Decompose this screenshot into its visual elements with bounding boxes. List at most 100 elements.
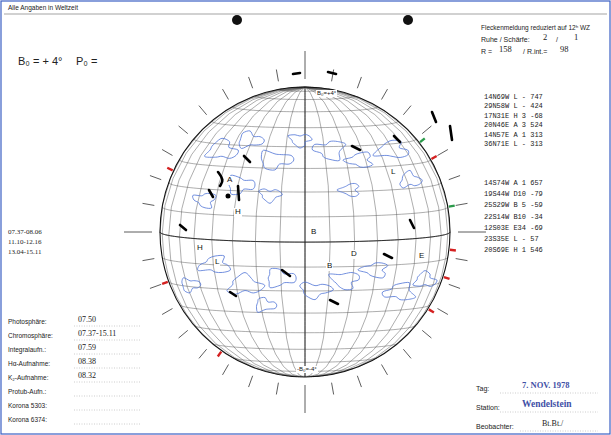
plage-outline [261,150,294,170]
position-angle-tick [438,309,448,315]
header-rule [4,14,607,15]
plage-outline [382,282,416,300]
prominence-mark [449,206,455,207]
filament [282,270,290,276]
position-angle-tick [249,376,253,387]
position-angle-tick [449,284,460,288]
position-angle-tick [332,70,334,82]
filament [293,73,300,74]
plage-outline [373,140,409,157]
position-angle-tick [150,284,161,288]
position-angle-tick [438,150,448,156]
observation-time: 07.37-08.06 [8,229,42,237]
observation-time: 13.04-15.11 [8,249,42,257]
plage-outline [413,271,437,287]
field-value: 158 [499,45,512,54]
field-label: / R.int.= [523,48,547,56]
position-angle-tick [199,106,207,115]
plage-outline [343,152,373,167]
filament [238,186,239,200]
observer-initials: Bt.Bt./ [542,420,563,429]
position-angle-tick [276,70,278,82]
form-line [74,326,140,327]
form-line [500,412,598,413]
position-angle-tick [357,77,361,88]
form-label: Integralaufn.: [8,346,46,353]
plage-outline [329,272,360,289]
prominence-mark [162,282,168,284]
graticule [160,87,450,377]
position-angle-tick [179,126,188,134]
plage-outlines [182,131,437,313]
spot-group-north: 20N46E A 3 524 [484,122,543,130]
form-line [74,396,140,397]
position-angle-tick [162,309,172,315]
position-angle-tick [332,383,334,395]
form-label: Korona 5303: [8,402,47,409]
form-label: K₂-Aufnahme: [8,374,48,381]
prominence-mark [218,352,221,357]
observation-time: 11.10-12.16 [8,239,42,247]
grid-annotation: B₀=+4° [316,90,337,97]
filament [394,136,400,142]
spot-group-south: 14S74W A 1 657 [484,180,543,188]
form-label: Hα-Aufnahme: [8,360,50,367]
position-angle-tick [223,89,229,99]
form-value: 08.32 [78,372,96,381]
punch-hole [232,15,242,25]
prominence-mark [444,277,450,279]
position-angle-tick [422,330,431,338]
position-angle-tick [305,385,306,413]
filament [450,126,452,140]
form-line [74,382,140,383]
form-label: Beobachter: [476,423,514,431]
form-label: Tag: [476,385,489,393]
position-angle-tick [143,203,155,205]
form-label: Photosphäre: [8,318,47,325]
prominence-mark [431,156,436,159]
date-stamp: 7. NOV. 1978 [522,381,570,390]
prominence-mark [167,168,172,171]
position-angle-tick [305,51,306,79]
spot-group-south: 23S35E L - 57 [484,236,539,244]
plage-outline [205,138,239,158]
spot-class-letter: H [196,244,204,253]
filament [410,220,414,228]
plage-outline [198,255,231,272]
filament [244,156,250,162]
plage-outline [400,170,422,188]
form-line [500,393,598,394]
spot-group-south: 19S44W D10 -79 [484,191,543,199]
form-value: 07.50 [78,316,96,325]
plage-outline [259,189,283,203]
form-label: Protub-Aufn.: [8,388,46,395]
filament [209,190,213,197]
header-note: Alle Angaben in Weltzeit [8,4,78,11]
field-value: 1 [574,33,578,42]
prominence-mark [420,138,425,142]
position-angle-tick [403,106,411,115]
filament [330,300,338,304]
position-angle-tick [382,365,388,375]
spot-class-letter: D [350,250,358,259]
spot-class-letter: A [226,176,233,185]
station-stamp: Wendelstein [522,399,572,409]
plage-outline [268,268,296,288]
position-angle-tick [162,150,172,156]
heliographic-grid [160,87,450,377]
form-line [520,431,598,432]
spot-class-letter: L [214,258,220,267]
prominence-mark [429,309,434,312]
position-angle-tick [179,330,188,338]
spot-class-letter: L [390,168,396,177]
plage-outline [239,131,264,149]
form-label: Korona 6374: [8,416,47,423]
plage-outline [300,282,334,300]
spot-group-north: 17N31E H 3 -68 [484,113,543,121]
position-angle-tick [223,365,229,375]
plage-outline [288,134,312,148]
plage-outline [182,278,201,293]
position-angle-tick [150,176,161,180]
plage-outline [358,263,388,278]
